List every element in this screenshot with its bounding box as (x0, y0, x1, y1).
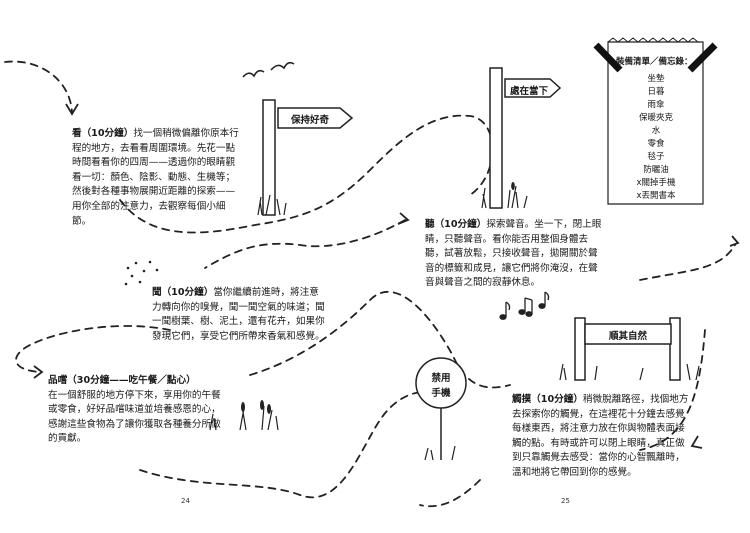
activity-look: 看（10分鐘）找一個稍微偏離你原本行程的地方，去看看周圍環境。先花一點時間看看你… (72, 127, 242, 229)
checklist-title: 裝備清單／備忘錄： (616, 57, 693, 67)
checklist-item: 防曬油 (643, 165, 669, 175)
activity-touch: 觸摸（10分鐘）稍微脫離路徑，找個地方去探索你的觸覺，在這裡花十分鐘去感覺每樣東… (512, 393, 690, 481)
checklist-item: x丟開書本 (636, 191, 676, 201)
checklist-item: 水 (651, 126, 661, 136)
activity-look-text: 找一個稍微偏離你原本行程的地方，去看看周圍環境。先花一點時間看看你的四周——透過… (72, 128, 239, 227)
activity-smell-text: 當你繼續前進時，將注意力轉向你的嗅覺，聞一聞空氣的味道；聞一聞樹葉、樹、泥土，還… (152, 287, 325, 342)
signpost-curiosity (262, 99, 354, 216)
activity-touch-heading: 觸摸（10分鐘） (512, 394, 583, 405)
activity-listen-text: 探索聲音。坐一下，閉上眼睛，只聽聲音。看你能否用整個身體去聽，試著放鬆，只接收聲… (425, 219, 602, 289)
activity-listen-heading: 聽（10分鐘） (425, 219, 487, 230)
no-phone-sign (415, 357, 467, 460)
sign-no-phone-line2: 手機 (431, 388, 451, 399)
checklist-item: x關掉手機 (636, 178, 676, 188)
sign-present-label: 處在當下 (509, 86, 548, 97)
checklist-item: 毯子 (647, 152, 665, 162)
birds-icon (242, 61, 295, 78)
sign-no-phone-line1: 禁用 (431, 373, 451, 384)
smell-dots (124, 260, 159, 286)
activity-taste-text: 在一個舒服的地方停下來，享用你的午餐或零食，好好品嚐味道並培養感恩的心，感謝這些… (48, 389, 221, 445)
page-number-right: 25 (561, 497, 570, 505)
checklist-item: 坐墊 (647, 74, 665, 84)
dashed-path (4, 60, 736, 508)
page-number-left: 24 (181, 497, 190, 505)
activity-taste-heading: 品嚐（30分鐘——吃午餐／點心） (48, 375, 196, 386)
activity-smell: 聞（10分鐘）當你繼續前進時，將注意力轉向你的嗅覺，聞一聞空氣的味道；聞一聞樹葉… (152, 286, 328, 344)
signpost-nature (574, 317, 681, 381)
checklist-item: 零食 (647, 139, 665, 149)
activity-look-heading: 看（10分鐘） (72, 128, 134, 139)
signpost-present (489, 67, 562, 209)
checklist-item: 雨傘 (647, 100, 665, 110)
sign-nature-label: 順其自然 (608, 331, 647, 342)
activity-listen: 聽（10分鐘）探索聲音。坐一下，閉上眼睛，只聽聲音。看你能否用整個身體去聽，試著… (425, 218, 607, 291)
checklist-paper (593, 37, 718, 205)
activity-taste: 品嚐（30分鐘——吃午餐／點心） 在一個舒服的地方停下來，享用你的午餐或零食，好好… (48, 374, 224, 447)
activity-touch-text: 稍微脫離路徑，找個地方去探索你的觸覺，在這裡花十分鐘去感覺每樣東西，將注意力放在… (512, 394, 689, 478)
checklist-item: 日暮 (647, 87, 665, 97)
music-notes-icon (499, 291, 550, 320)
wheat-heads (241, 182, 515, 414)
grass-decoration (209, 185, 700, 461)
sign-curiosity-label: 保持好奇 (290, 115, 329, 126)
checklist-item: 保暖夾克 (638, 113, 673, 123)
activity-smell-heading: 聞（10分鐘） (152, 287, 214, 298)
